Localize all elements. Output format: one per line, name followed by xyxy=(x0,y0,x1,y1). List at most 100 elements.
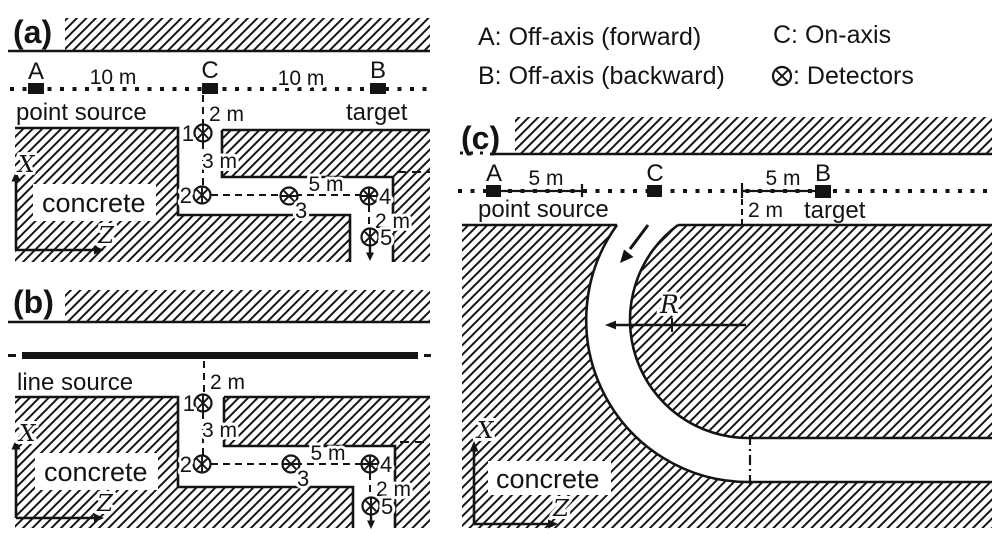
panel-c-source-label: point source xyxy=(478,196,609,223)
panel-a-left-block-edge xyxy=(15,126,352,262)
panel-a-axis-z-label: Z xyxy=(97,223,115,249)
panel-a-detector-1-icon xyxy=(193,123,213,143)
panel-c-concrete-label-box xyxy=(488,461,611,495)
panel-b-concrete-left-block xyxy=(15,397,353,528)
panel-b-tag: (b) xyxy=(13,284,54,320)
panel-a-leg2-dim-label: 5 m xyxy=(308,173,343,196)
panel-a: (a) A C B 10 m 10 m point source target … xyxy=(8,14,430,262)
panel-b: (b) line source 2 m 3 m 5 m 2 m xyxy=(8,284,431,529)
panel-c-offset-dim-label: 2 m xyxy=(748,199,783,222)
panel-b-axes xyxy=(14,449,95,520)
panel-b-leg1-dim-label: 3 m xyxy=(202,419,237,442)
legend-row-c: C: On-axis xyxy=(773,21,891,49)
panel-b-detector-4-icon xyxy=(360,454,380,474)
panel-c-point-a-marker xyxy=(486,185,501,197)
panel-c-radius-label: R xyxy=(659,290,679,319)
panel-b-detector-3-icon xyxy=(281,454,301,474)
panel-c-exit-duct-edges xyxy=(748,436,992,484)
panel-b-left-block-edge xyxy=(15,395,355,528)
panel-a-concrete-label-box xyxy=(33,184,156,221)
panel-c-point-b-label: B xyxy=(815,160,831,187)
panel-c-radius-arrow-icon xyxy=(605,320,616,330)
panel-a-det2-label: 2 xyxy=(180,183,192,208)
panel-a-point-c-marker xyxy=(202,83,218,94)
panel-a-concrete-left-block xyxy=(15,128,350,262)
panel-c-flow-arrow-shaft xyxy=(628,224,650,250)
panel-c-axis-z-label: Z xyxy=(552,496,570,522)
panel-c-point-c-marker xyxy=(647,185,662,197)
panel-a-point-b-marker xyxy=(370,83,386,94)
panel-b-detector-2-icon xyxy=(192,454,212,474)
panel-b-det1-label: 1 xyxy=(183,391,195,416)
panel-b-leg2-dim-label: 5 m xyxy=(310,442,345,465)
panel-b-detector-1-icon xyxy=(193,393,213,413)
panel-c-axis-x-arrow-icon xyxy=(469,441,479,452)
panel-b-right-block-edge xyxy=(222,395,430,528)
panel-b-det2-label: 2 xyxy=(180,452,192,477)
panel-b-axis-x-arrow-icon xyxy=(11,439,21,450)
panel-a-detector-4-icon xyxy=(359,186,379,206)
panel-a-dist-right-label: 10 m xyxy=(278,67,325,90)
panel-c-duct-inner-arc xyxy=(628,223,749,440)
legend-row-a: A: Off-axis (forward) xyxy=(478,23,701,51)
panel-c-flow-arrow-icon xyxy=(620,249,634,263)
panel-c-material-label: concrete xyxy=(496,464,600,494)
panel-c-point-a-label: A xyxy=(486,160,502,187)
panel-a-detector-3-icon xyxy=(279,186,299,206)
panel-c-dist-right-label: 5 m xyxy=(765,167,800,190)
panel-a-detector-2-icon xyxy=(192,185,212,205)
panel-c-target-label: target xyxy=(804,197,866,224)
panel-a-detector-path-dashed xyxy=(202,95,370,228)
panel-a-point-b-label: B xyxy=(370,57,386,84)
panel-a-top-wall xyxy=(65,18,430,51)
panel-b-top-wall xyxy=(65,290,430,321)
panel-c-axis-x-label: X xyxy=(475,418,495,444)
panel-c-point-c-label: C xyxy=(646,160,663,187)
panel-a-tag: (a) xyxy=(13,14,52,50)
panel-b-axis-z-arrow-icon xyxy=(94,513,104,523)
legend-row-detectors: : Detectors xyxy=(793,62,914,90)
panel-b-detector-5-icon xyxy=(361,496,381,516)
panel-a-axis-x-label: X xyxy=(16,152,36,178)
panel-b-material-label: concrete xyxy=(44,457,148,487)
panel-c-curved-duct-channel xyxy=(586,225,992,482)
panel-c-top-wall xyxy=(515,117,992,153)
panel-a-det4-label: 4 xyxy=(379,184,391,209)
panel-c: (c) A C B 5 m 5 m 2 m point source targe… xyxy=(458,117,992,529)
panel-a-det1-label: 1 xyxy=(182,121,194,146)
panel-a-material-label: concrete xyxy=(42,188,146,218)
panel-b-axis-z-label: Z xyxy=(96,491,114,517)
panel-b-line-source-bar xyxy=(22,352,418,359)
panel-a-det5-label: 5 xyxy=(380,225,392,250)
panel-a-det3-label: 3 xyxy=(295,198,307,223)
panel-c-axes xyxy=(472,451,549,526)
panel-b-det5-label: 5 xyxy=(381,494,393,519)
panel-c-dist-left-label: 5 m xyxy=(528,167,563,190)
panel-a-axis-x-arrow-icon xyxy=(11,171,21,182)
panel-b-source-label: line source xyxy=(17,369,133,396)
panel-b-det3-label: 3 xyxy=(297,466,309,491)
panel-c-axis-z-arrow-icon xyxy=(548,519,558,529)
panel-a-right-block-edge xyxy=(220,128,430,262)
panel-a-dist-left-label: 10 m xyxy=(90,66,137,89)
panel-b-drop-dim-label: 2 m xyxy=(210,371,245,394)
panel-c-tag: (c) xyxy=(461,120,500,156)
legend-row-b: B: Off-axis (backward) xyxy=(478,62,725,90)
panel-a-concrete-right-block xyxy=(222,130,430,262)
panel-b-concrete-right-block xyxy=(224,397,430,528)
panel-a-drop-dim-label: 2 m xyxy=(209,103,244,126)
panel-b-concrete-label-box xyxy=(35,453,158,490)
panel-a-target-label: target xyxy=(346,99,408,126)
detector-legend-icon xyxy=(771,65,793,87)
panel-a-axis-z-arrow-icon xyxy=(94,245,104,255)
panel-a-axes xyxy=(14,181,95,252)
panel-b-det4-label: 4 xyxy=(380,452,392,477)
panel-b-axis-x-label: X xyxy=(17,421,37,447)
panel-a-leg1-dim-label: 3 m xyxy=(202,150,237,173)
panel-a-exit-dim-label: 2 m xyxy=(375,210,410,233)
panel-a-point-c-label: C xyxy=(201,57,218,84)
panel-a-point-a-marker xyxy=(28,83,44,94)
panel-a-source-label: point source xyxy=(16,99,147,126)
